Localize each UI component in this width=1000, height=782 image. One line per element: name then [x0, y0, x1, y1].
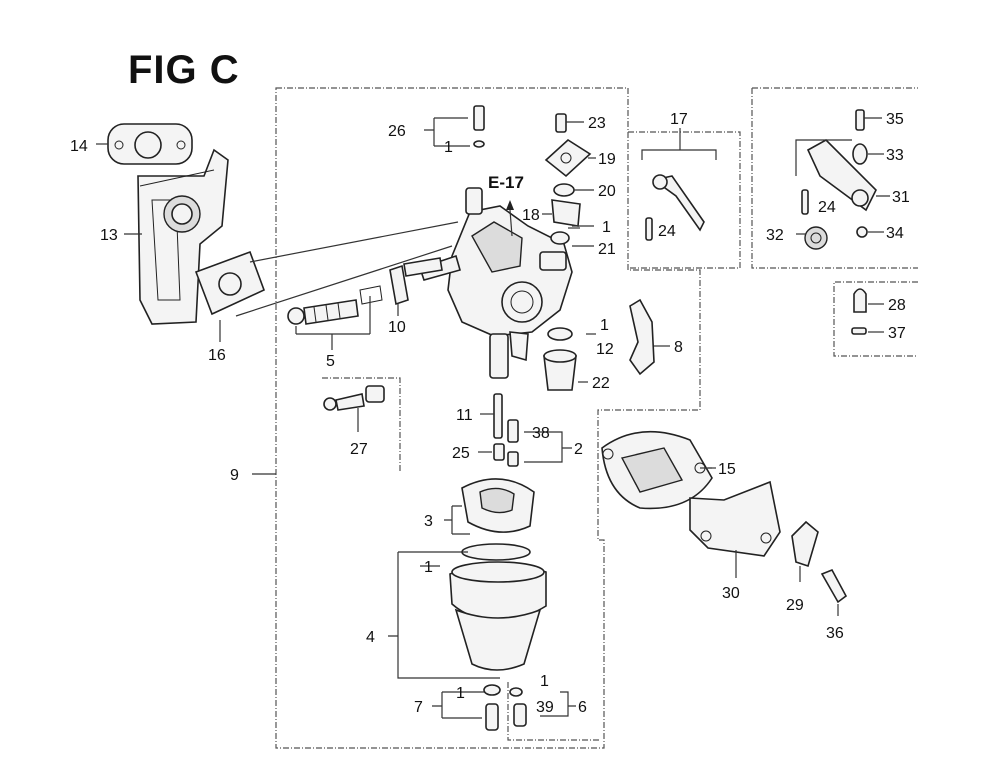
carburetor-body: [418, 187, 573, 379]
float-3: [444, 478, 535, 535]
label-7: 7: [414, 699, 423, 716]
gasket-14: [107, 123, 193, 165]
figure-title: FIG C: [128, 48, 240, 92]
label-39: 39: [536, 699, 554, 716]
label-21: 21: [598, 241, 616, 258]
label-1-b: 1: [602, 219, 611, 236]
label-38: 38: [532, 425, 550, 442]
cap-28: [853, 288, 884, 313]
label-23: 23: [588, 115, 606, 132]
label-1-e: 1: [456, 685, 465, 702]
label-16: 16: [208, 347, 226, 364]
label-30: 30: [722, 585, 740, 602]
label-28: 28: [888, 297, 906, 314]
label-1-c: 1: [600, 317, 609, 334]
label-3: 3: [424, 513, 433, 530]
washer-39-assy: [509, 687, 576, 727]
assembly-frames: [275, 87, 918, 749]
label-15: 15: [718, 461, 736, 478]
label-2: 2: [574, 441, 583, 458]
pin-24-a: [645, 217, 653, 241]
label-14: 14: [70, 138, 88, 155]
insulator-13: [137, 148, 229, 325]
gasket-1-bowl: [461, 543, 531, 561]
label-33: 33: [886, 147, 904, 164]
frame-main-carburetor: [275, 87, 701, 749]
label-1-d: 1: [424, 559, 433, 576]
label-5: 5: [326, 353, 335, 370]
label-25: 25: [452, 445, 470, 462]
bracket-30: [689, 480, 781, 578]
label-37: 37: [888, 325, 906, 342]
label-19: 19: [598, 151, 616, 168]
lever-17: [641, 128, 717, 232]
pilot-screw-5: [287, 285, 383, 350]
label-31: 31: [892, 189, 910, 206]
washer-34: [856, 226, 884, 238]
label-1-a: 1: [444, 139, 453, 156]
frame-6: [507, 682, 600, 741]
bolt-36: [820, 568, 848, 616]
label-26: 26: [388, 123, 406, 140]
label-8: 8: [674, 339, 683, 356]
jet-38: [507, 419, 519, 443]
screw-10: [389, 257, 443, 306]
label-24-a: 24: [658, 223, 676, 240]
label-13: 13: [100, 227, 118, 244]
arm-31: [795, 139, 890, 212]
frame-28: [833, 281, 918, 357]
label-4: 4: [366, 629, 375, 646]
oring-12: [547, 327, 573, 341]
label-E17: E-17: [488, 173, 524, 192]
screw-23: [555, 113, 584, 133]
label-10: 10: [388, 319, 406, 336]
label-24-b: 24: [818, 199, 836, 216]
leaders: [96, 143, 716, 469]
label-32: 32: [766, 227, 784, 244]
collar-33: [852, 143, 884, 165]
label-36: 36: [826, 625, 844, 642]
frame-27: [322, 377, 401, 472]
jet-25: [478, 443, 505, 461]
label-18: 18: [522, 207, 540, 224]
float-arm-8: [629, 298, 670, 376]
frame-governor: [751, 87, 918, 269]
gear-32: [796, 226, 828, 250]
label-35: 35: [886, 111, 904, 128]
washer-1-bottom: [483, 684, 501, 696]
washer-20: [553, 183, 594, 197]
insulator-15: [601, 430, 713, 510]
clip-37: [851, 327, 884, 335]
label-11: 11: [456, 407, 473, 424]
label-34: 34: [886, 225, 904, 242]
solenoid-18: [542, 199, 581, 227]
part-labels: 14 13 16 26 1 23 19 E-17 20 18 1 21 17 2…: [70, 111, 910, 716]
label-17: 17: [670, 111, 688, 128]
spring-2: [507, 431, 572, 467]
screw-35: [855, 109, 882, 131]
label-29: 29: [786, 597, 804, 614]
bolt-26: [424, 105, 485, 148]
label-27: 27: [350, 441, 368, 458]
label-9: 9: [230, 467, 239, 484]
oring-21: [550, 225, 594, 247]
label-22: 22: [592, 375, 610, 392]
label-1-f: 1: [540, 673, 549, 690]
float-22: [543, 349, 588, 391]
label-6: 6: [578, 699, 587, 716]
clip-29: [791, 520, 819, 582]
gasket-16: [194, 221, 459, 317]
label-12: 12: [596, 341, 614, 358]
needle-11: [480, 393, 503, 439]
pin-24-b: [801, 189, 809, 215]
cover-19: [544, 138, 596, 178]
bowl-4: [388, 551, 547, 679]
label-20: 20: [598, 183, 616, 200]
bolt-7: [432, 691, 499, 731]
screw-27: [323, 385, 385, 432]
frame-17: [628, 131, 741, 269]
